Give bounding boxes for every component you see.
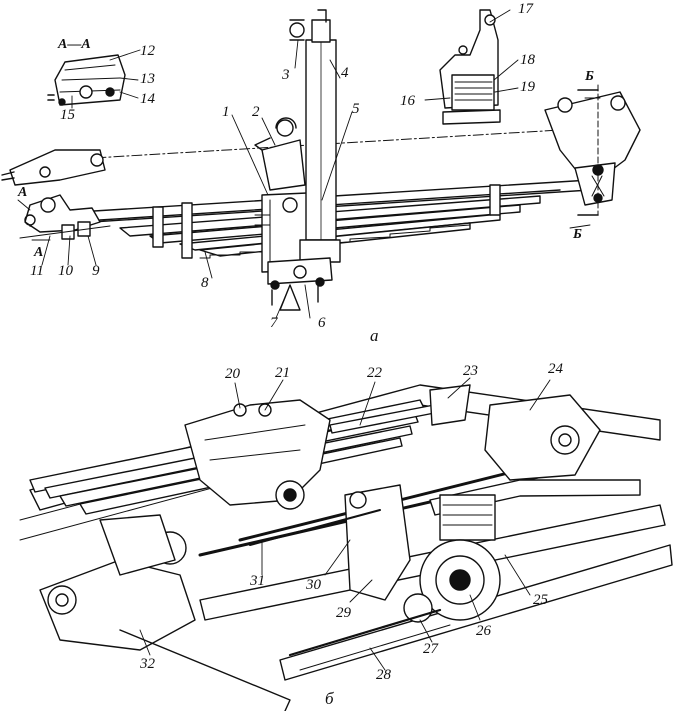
section-mark-b-bottom: Б [573, 227, 582, 242]
section-a-a-detail [47, 54, 126, 106]
callout-9: 9 [92, 263, 100, 279]
section-b-b-detail [439, 9, 501, 125]
callout-17: 17 [518, 1, 533, 17]
section-a-a-title: А—А [58, 37, 91, 52]
callout-3: 3 [282, 67, 290, 83]
section-mark-a-left: А [18, 185, 28, 200]
section-mark-a-bottom: А [34, 245, 44, 260]
callout-5: 5 [352, 101, 360, 117]
rear-balancer-suspension-frame [19, 384, 673, 712]
callout-10: 10 [58, 263, 73, 279]
callout-1: 1 [222, 104, 230, 120]
callout-24: 24 [548, 361, 563, 377]
callout-31: 31 [250, 573, 265, 589]
callout-14: 14 [140, 91, 155, 107]
callout-2: 2 [252, 104, 260, 120]
callout-32: 32 [140, 656, 155, 672]
callout-29: 29 [336, 605, 351, 621]
callout-8: 8 [201, 275, 209, 291]
callout-19: 19 [520, 79, 535, 95]
callout-18: 18 [520, 52, 535, 68]
axle-and-shock-absorber [254, 9, 341, 311]
callout-11: 11 [30, 263, 44, 279]
callout-22: 22 [367, 365, 382, 381]
callout-27: 27 [423, 641, 438, 657]
callout-20: 20 [225, 366, 240, 382]
part-b-label: б [325, 689, 334, 708]
callout-6: 6 [318, 315, 326, 331]
callout-26: 26 [476, 623, 491, 639]
callout-4: 4 [341, 65, 349, 81]
callout-21: 21 [275, 365, 290, 381]
callout-12: 12 [140, 43, 155, 59]
callout-25: 25 [533, 592, 548, 608]
callout-30: 30 [306, 577, 321, 593]
callout-13: 13 [140, 71, 155, 87]
callout-23: 23 [463, 363, 478, 379]
callout-7: 7 [270, 315, 278, 331]
callout-16: 16 [400, 93, 415, 109]
section-mark-b-top: Б [585, 69, 594, 84]
leader-lines [17, 9, 601, 671]
callout-28: 28 [376, 667, 391, 683]
part-a-label: а [370, 326, 379, 345]
callout-15: 15 [60, 107, 75, 123]
